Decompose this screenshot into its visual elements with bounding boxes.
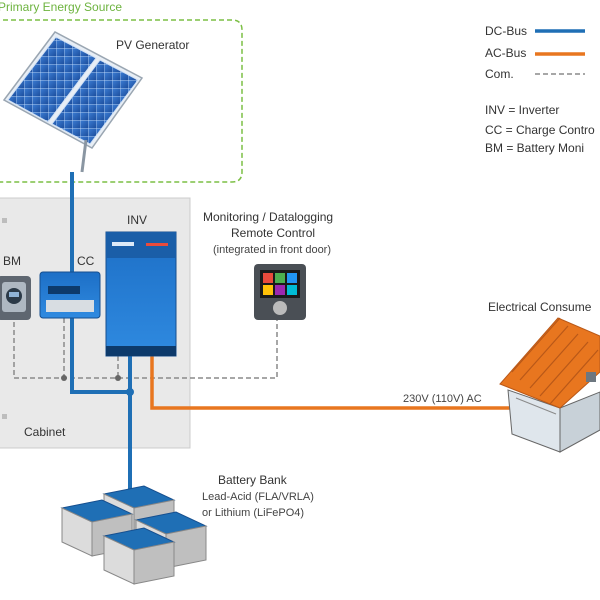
pv-panel: [2, 31, 144, 173]
monitoring-subtitle: Remote Control: [231, 226, 316, 240]
ac-bus-line: [150, 356, 510, 410]
bm-label: BM: [3, 254, 21, 268]
pv-generator-label: PV Generator: [116, 38, 190, 52]
legend-ac-label: AC-Bus: [485, 46, 527, 60]
legend-com-label: Com.: [485, 67, 514, 81]
cabinet-hinge-top: [2, 218, 7, 223]
dc-bus-cc-down: [70, 318, 132, 512]
battery-bank: [60, 485, 208, 585]
cc-label: CC: [77, 254, 95, 268]
bm-device: [0, 276, 31, 320]
ac-line-label: 230V (110V) AC: [403, 393, 482, 405]
dc-node: [126, 388, 134, 396]
abbr-bm: BM = Battery Moni: [485, 141, 585, 155]
house-illustration: [499, 317, 600, 453]
com-line: [13, 282, 278, 379]
battery-type-2: or Lithium (LiFePO4): [202, 507, 305, 519]
abbr-cc: CC = Charge Contro: [485, 123, 595, 137]
cabinet-label: Cabinet: [24, 425, 66, 439]
monitoring-note: (integrated in front door): [213, 244, 332, 256]
inverter-device: [105, 231, 177, 357]
battery-title: Battery Bank: [218, 473, 287, 487]
legend-dc-label: DC-Bus: [485, 24, 528, 38]
cabinet-hinge-bottom: [2, 414, 7, 419]
com-node-1: [61, 375, 67, 381]
consumer-label: Electrical Consume: [488, 300, 592, 314]
com-node-2: [115, 375, 121, 381]
primary-source-label: Primary Energy Source: [0, 0, 123, 14]
cc-device: [39, 271, 101, 319]
primary-source-boundary: [0, 19, 243, 183]
abbr-inv: INV = Inverter: [485, 103, 560, 117]
battery-type-1: Lead-Acid (FLA/VRLA): [202, 491, 314, 503]
monitoring-title: Monitoring / Datalogging: [203, 210, 334, 224]
monitoring-panel: [254, 264, 306, 320]
inv-label: INV: [127, 213, 148, 227]
